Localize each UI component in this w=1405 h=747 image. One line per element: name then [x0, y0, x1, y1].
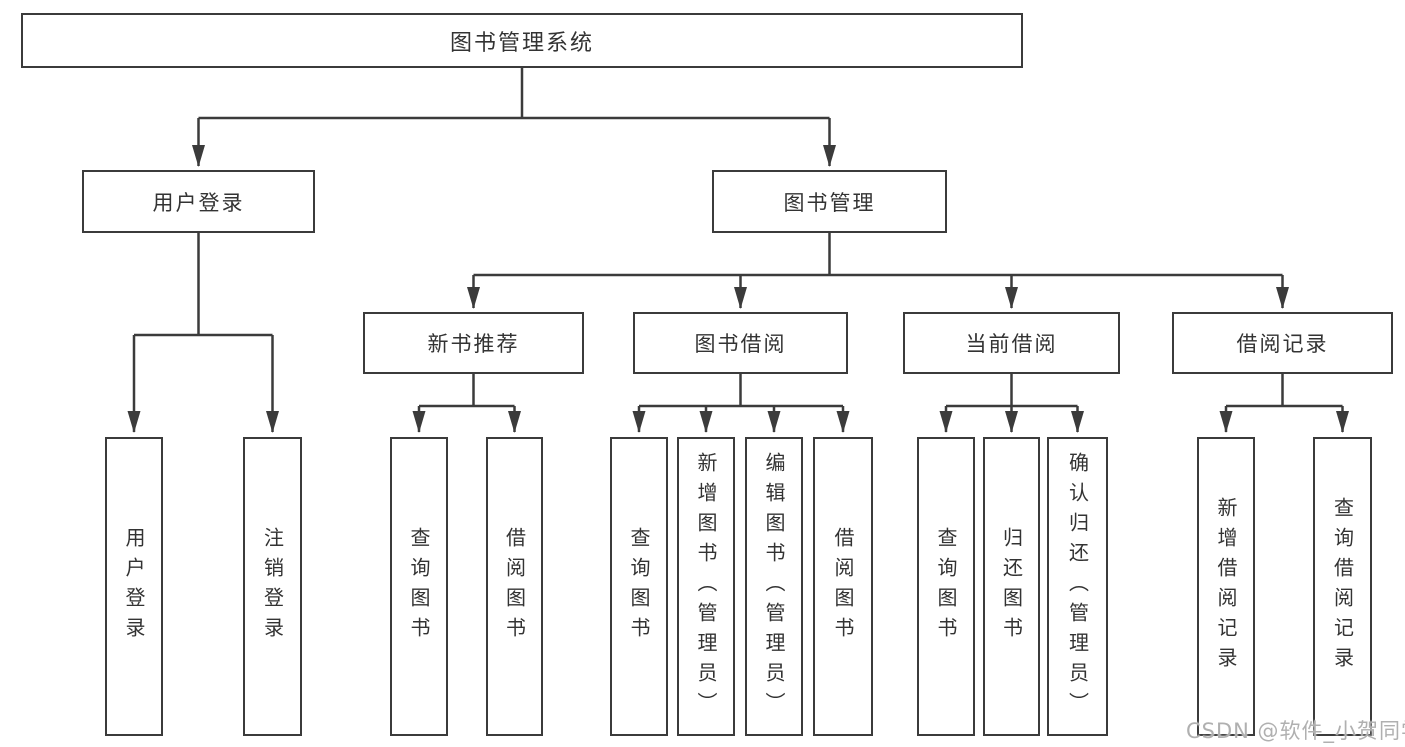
- node-label: 借阅图书: [502, 526, 527, 647]
- node-label: 用户登录: [122, 526, 146, 647]
- node-borrow-records: 借阅记录: [1172, 312, 1393, 374]
- leaf-user-login: 用户登录: [105, 437, 163, 736]
- connector-trunks: [134, 68, 1343, 408]
- node-label: 图书管理系统: [449, 30, 594, 56]
- node-label: 查询图书: [627, 526, 651, 647]
- leaf-cb-query-books: 查询图书: [917, 437, 975, 736]
- node-label: 借阅图书: [831, 526, 855, 647]
- node-label: 新增图书（管理员）: [694, 451, 718, 722]
- leaf-logout: 注销登录: [243, 437, 302, 736]
- node-label: 注销登录: [260, 526, 285, 647]
- node-label: 确认归还（管理员）: [1065, 451, 1090, 722]
- leaf-br-add-record: 新增借阅记录: [1197, 437, 1255, 736]
- node-new-book-recommend: 新书推荐: [363, 312, 584, 374]
- node-label: 借阅记录: [1236, 332, 1329, 356]
- node-label: 新书推荐: [427, 332, 520, 356]
- leaf-br-query-record: 查询借阅记录: [1313, 437, 1372, 736]
- node-label: 图书管理: [783, 190, 876, 215]
- node-book-management: 图书管理: [712, 170, 947, 233]
- node-label: 编辑图书（管理员）: [762, 451, 786, 722]
- leaf-cb-return-books: 归还图书: [983, 437, 1040, 736]
- node-label: 用户登录: [152, 190, 245, 215]
- node-user-login: 用户登录: [82, 170, 315, 233]
- node-label: 查询借阅记录: [1330, 496, 1355, 677]
- leaf-bb-edit-books-admin: 编辑图书（管理员）: [745, 437, 803, 736]
- node-current-borrow: 当前借阅: [903, 312, 1120, 374]
- node-label: 图书借阅: [694, 332, 787, 356]
- node-label: 归还图书: [999, 526, 1024, 647]
- node-book-borrow: 图书借阅: [633, 312, 848, 374]
- leaf-nb-query-books: 查询图书: [390, 437, 448, 736]
- leaf-bb-query-books: 查询图书: [610, 437, 668, 736]
- leaf-bb-borrow-books: 借阅图书: [813, 437, 873, 736]
- node-library-system: 图书管理系统: [21, 13, 1023, 68]
- node-label: 查询图书: [934, 526, 958, 647]
- node-label: 新增借阅记录: [1214, 496, 1238, 677]
- leaf-nb-borrow-books: 借阅图书: [486, 437, 543, 736]
- node-label: 当前借阅: [965, 332, 1058, 356]
- leaf-bb-add-books-admin: 新增图书（管理员）: [677, 437, 735, 736]
- node-label: 查询图书: [407, 526, 431, 647]
- csdn-watermark: CSDN @软件_小贺同学: [1186, 719, 1405, 743]
- leaf-cb-confirm-return-admin: 确认归还（管理员）: [1047, 437, 1108, 736]
